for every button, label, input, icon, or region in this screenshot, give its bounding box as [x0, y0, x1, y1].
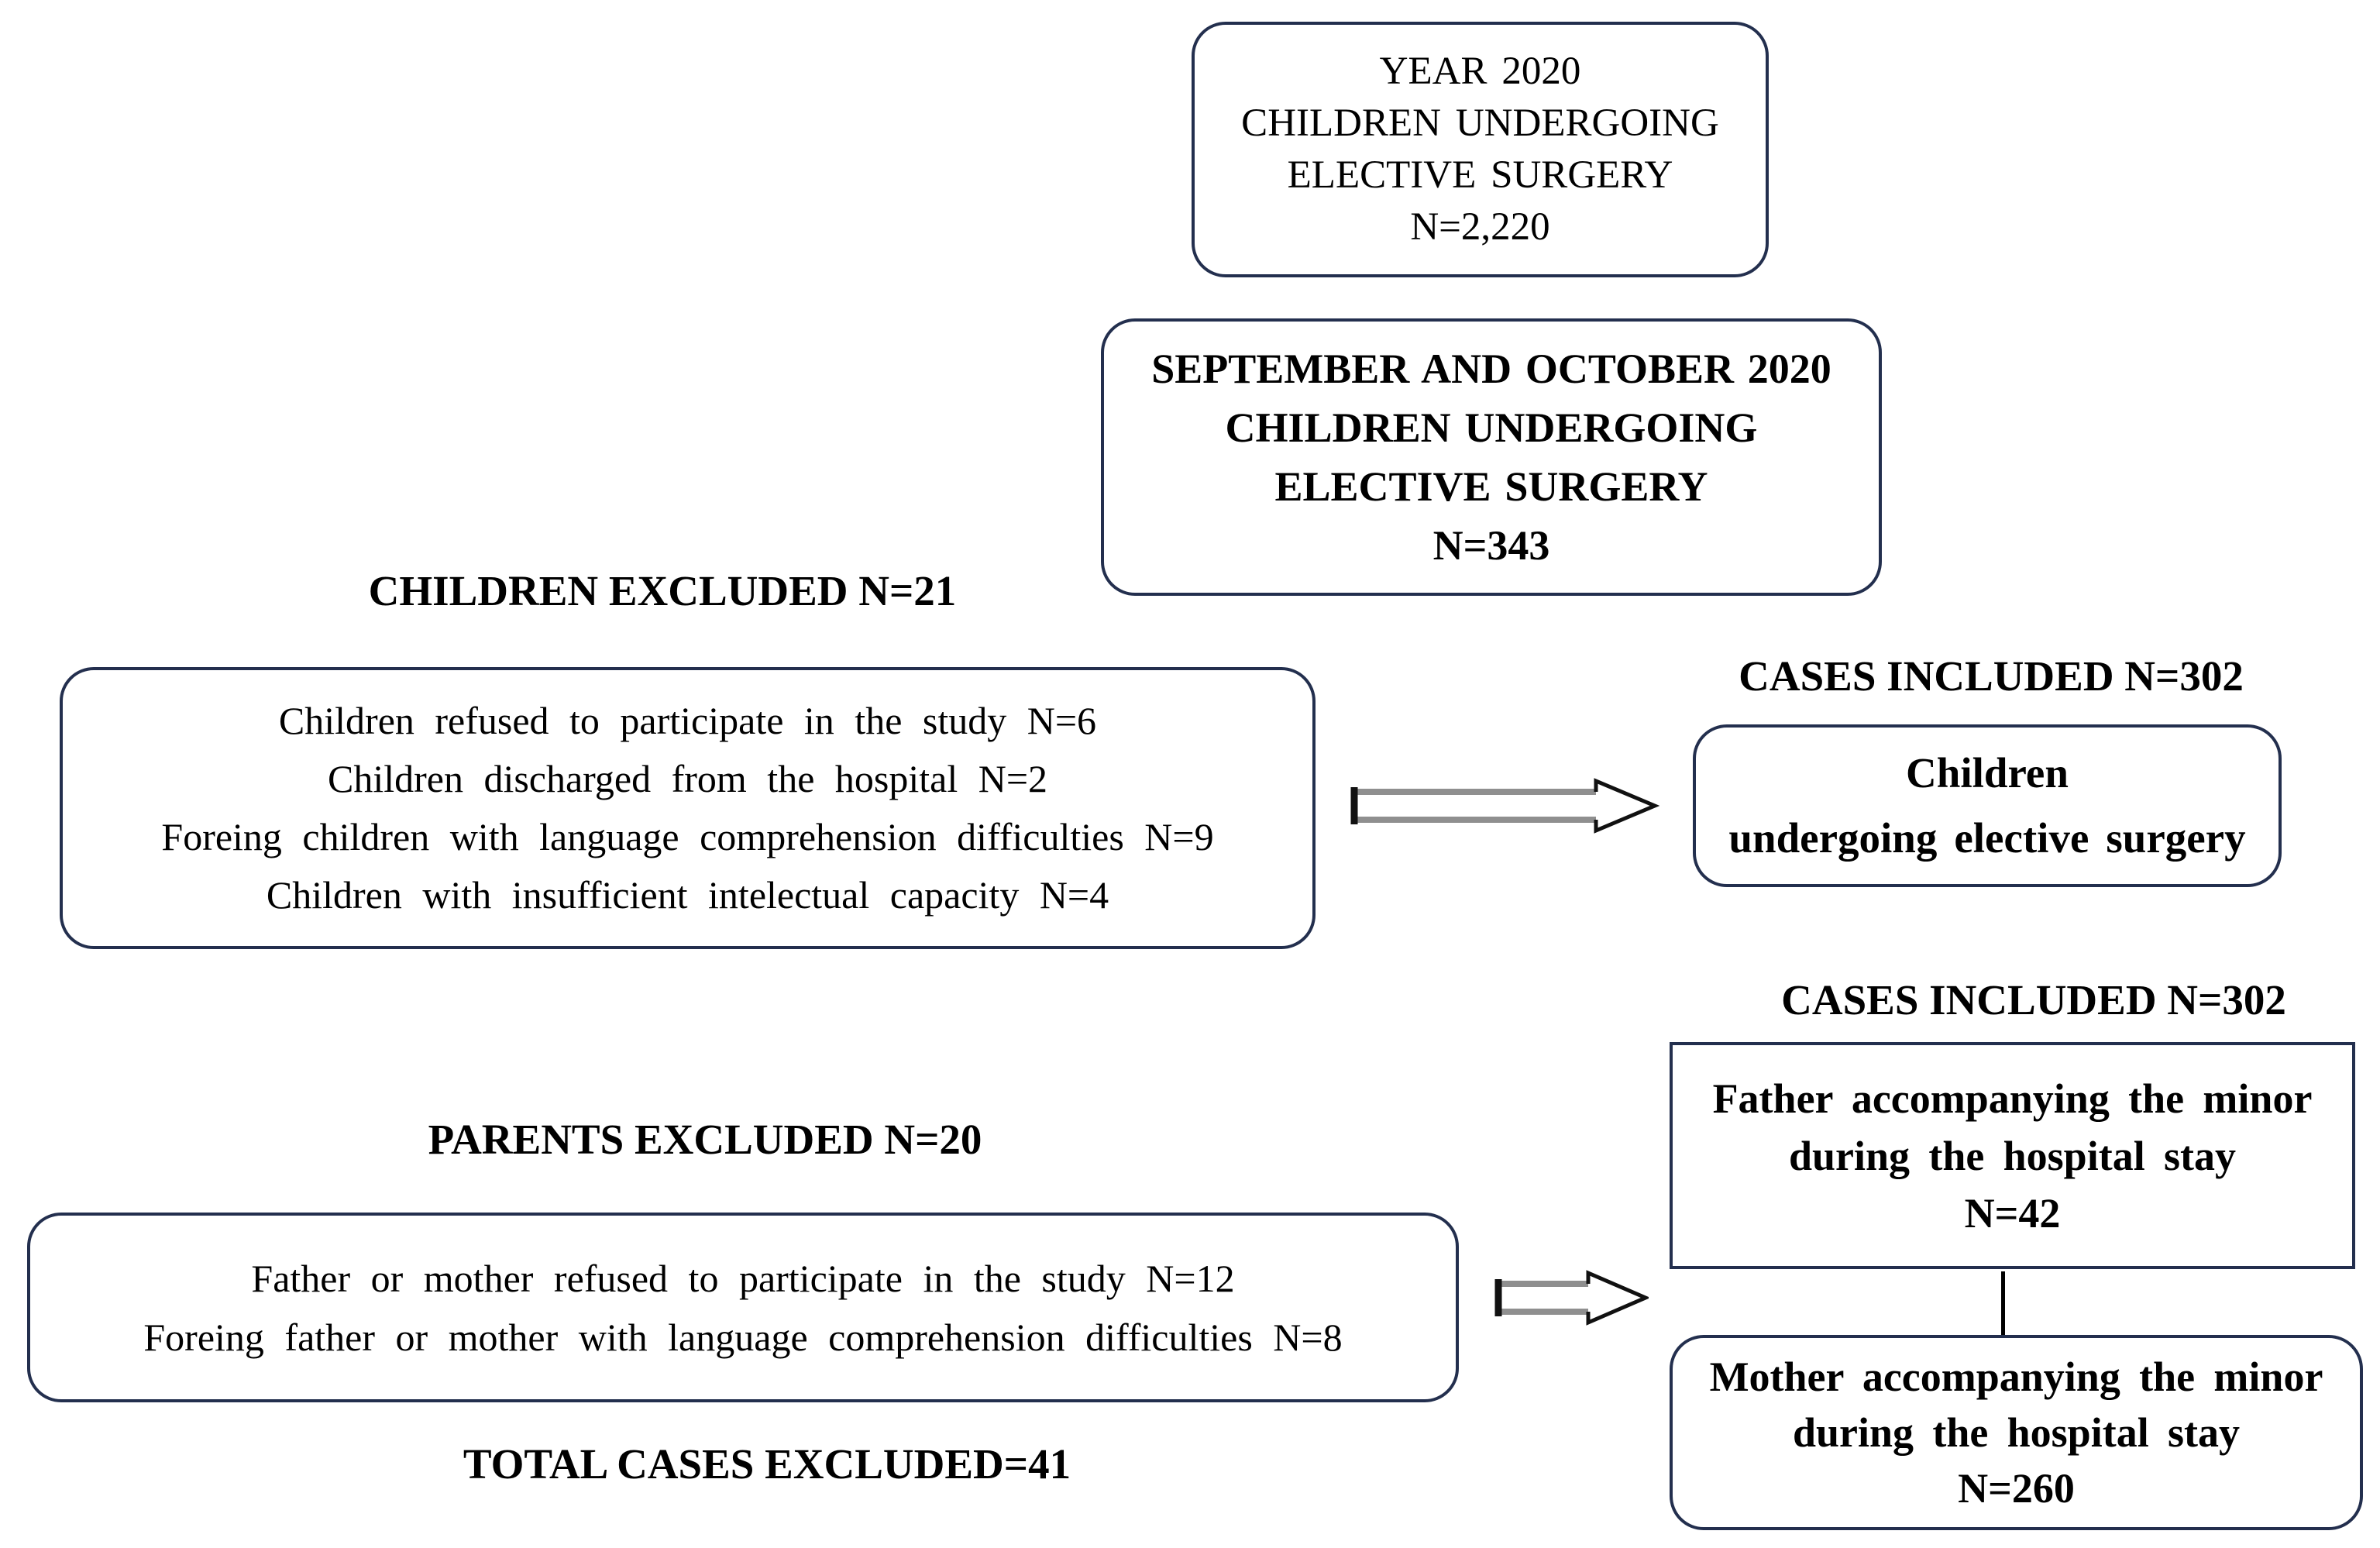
box-line: during the hospital stay [1788, 1132, 2236, 1179]
label-cases-included-bottom: CASES INCLUDED N=302 [1781, 976, 2286, 1023]
box-line: CHILDREN UNDERGOING [1225, 404, 1758, 451]
box-line: N=42 [1964, 1189, 2061, 1237]
box-line: during the hospital stay [1792, 1409, 2240, 1456]
label-children-excluded: CHILDREN EXCLUDED N=21 [368, 567, 957, 614]
box-line: YEAR 2020 [1379, 50, 1581, 93]
box-parents-excluded-reasons: Father or mother refused to participate … [27, 1213, 1459, 1402]
arrow-right-icon [1350, 778, 1659, 834]
box-children-excluded-reasons: Children refused to participate in the s… [60, 667, 1316, 949]
box-year-2020: YEAR 2020 CHILDREN UNDERGOING ELECTIVE S… [1192, 22, 1769, 277]
box-children-included: Children undergoing elective surgery [1693, 724, 2282, 887]
box-line: ELECTIVE SURGERY [1287, 153, 1673, 197]
box-line: Father or mother refused to participate … [251, 1256, 1235, 1300]
label-total-cases-excluded: TOTAL CASES EXCLUDED=41 [463, 1440, 1071, 1488]
label-cases-included-top: CASES INCLUDED N=302 [1739, 652, 2244, 700]
box-line: N=2,220 [1410, 205, 1550, 249]
arrow-right-icon [1494, 1270, 1649, 1326]
box-september-october-2020: SEPTEMBER AND OCTOBER 2020 CHILDREN UNDE… [1101, 318, 1882, 596]
box-line: undergoing elective surgery [1728, 814, 2246, 862]
box-line: CHILDREN UNDERGOING [1241, 101, 1719, 145]
box-line: Foreing father or mother with language c… [143, 1315, 1343, 1359]
box-mother-accompanying: Mother accompanying the minor during the… [1670, 1335, 2363, 1530]
box-line: Children [1906, 749, 2069, 796]
box-line: Children discharged from the hospital N=… [327, 757, 1048, 800]
box-line: N=343 [1432, 522, 1550, 569]
box-line: N=260 [1958, 1465, 2075, 1512]
box-line: Father accompanying the minor [1712, 1075, 2313, 1122]
box-line: Mother accompanying the minor [1709, 1354, 2323, 1400]
box-line: Children refused to participate in the s… [278, 699, 1097, 742]
box-line: SEPTEMBER AND OCTOBER 2020 [1151, 346, 1831, 392]
box-line: Children with insufficient intelectual c… [266, 873, 1109, 917]
box-line: Foreing children with language comprehen… [161, 815, 1214, 858]
box-line: ELECTIVE SURGERY [1274, 463, 1708, 510]
box-father-accompanying: Father accompanying the minor during the… [1670, 1042, 2355, 1269]
label-parents-excluded: PARENTS EXCLUDED N=20 [428, 1116, 982, 1163]
connector-line [2001, 1271, 2005, 1338]
